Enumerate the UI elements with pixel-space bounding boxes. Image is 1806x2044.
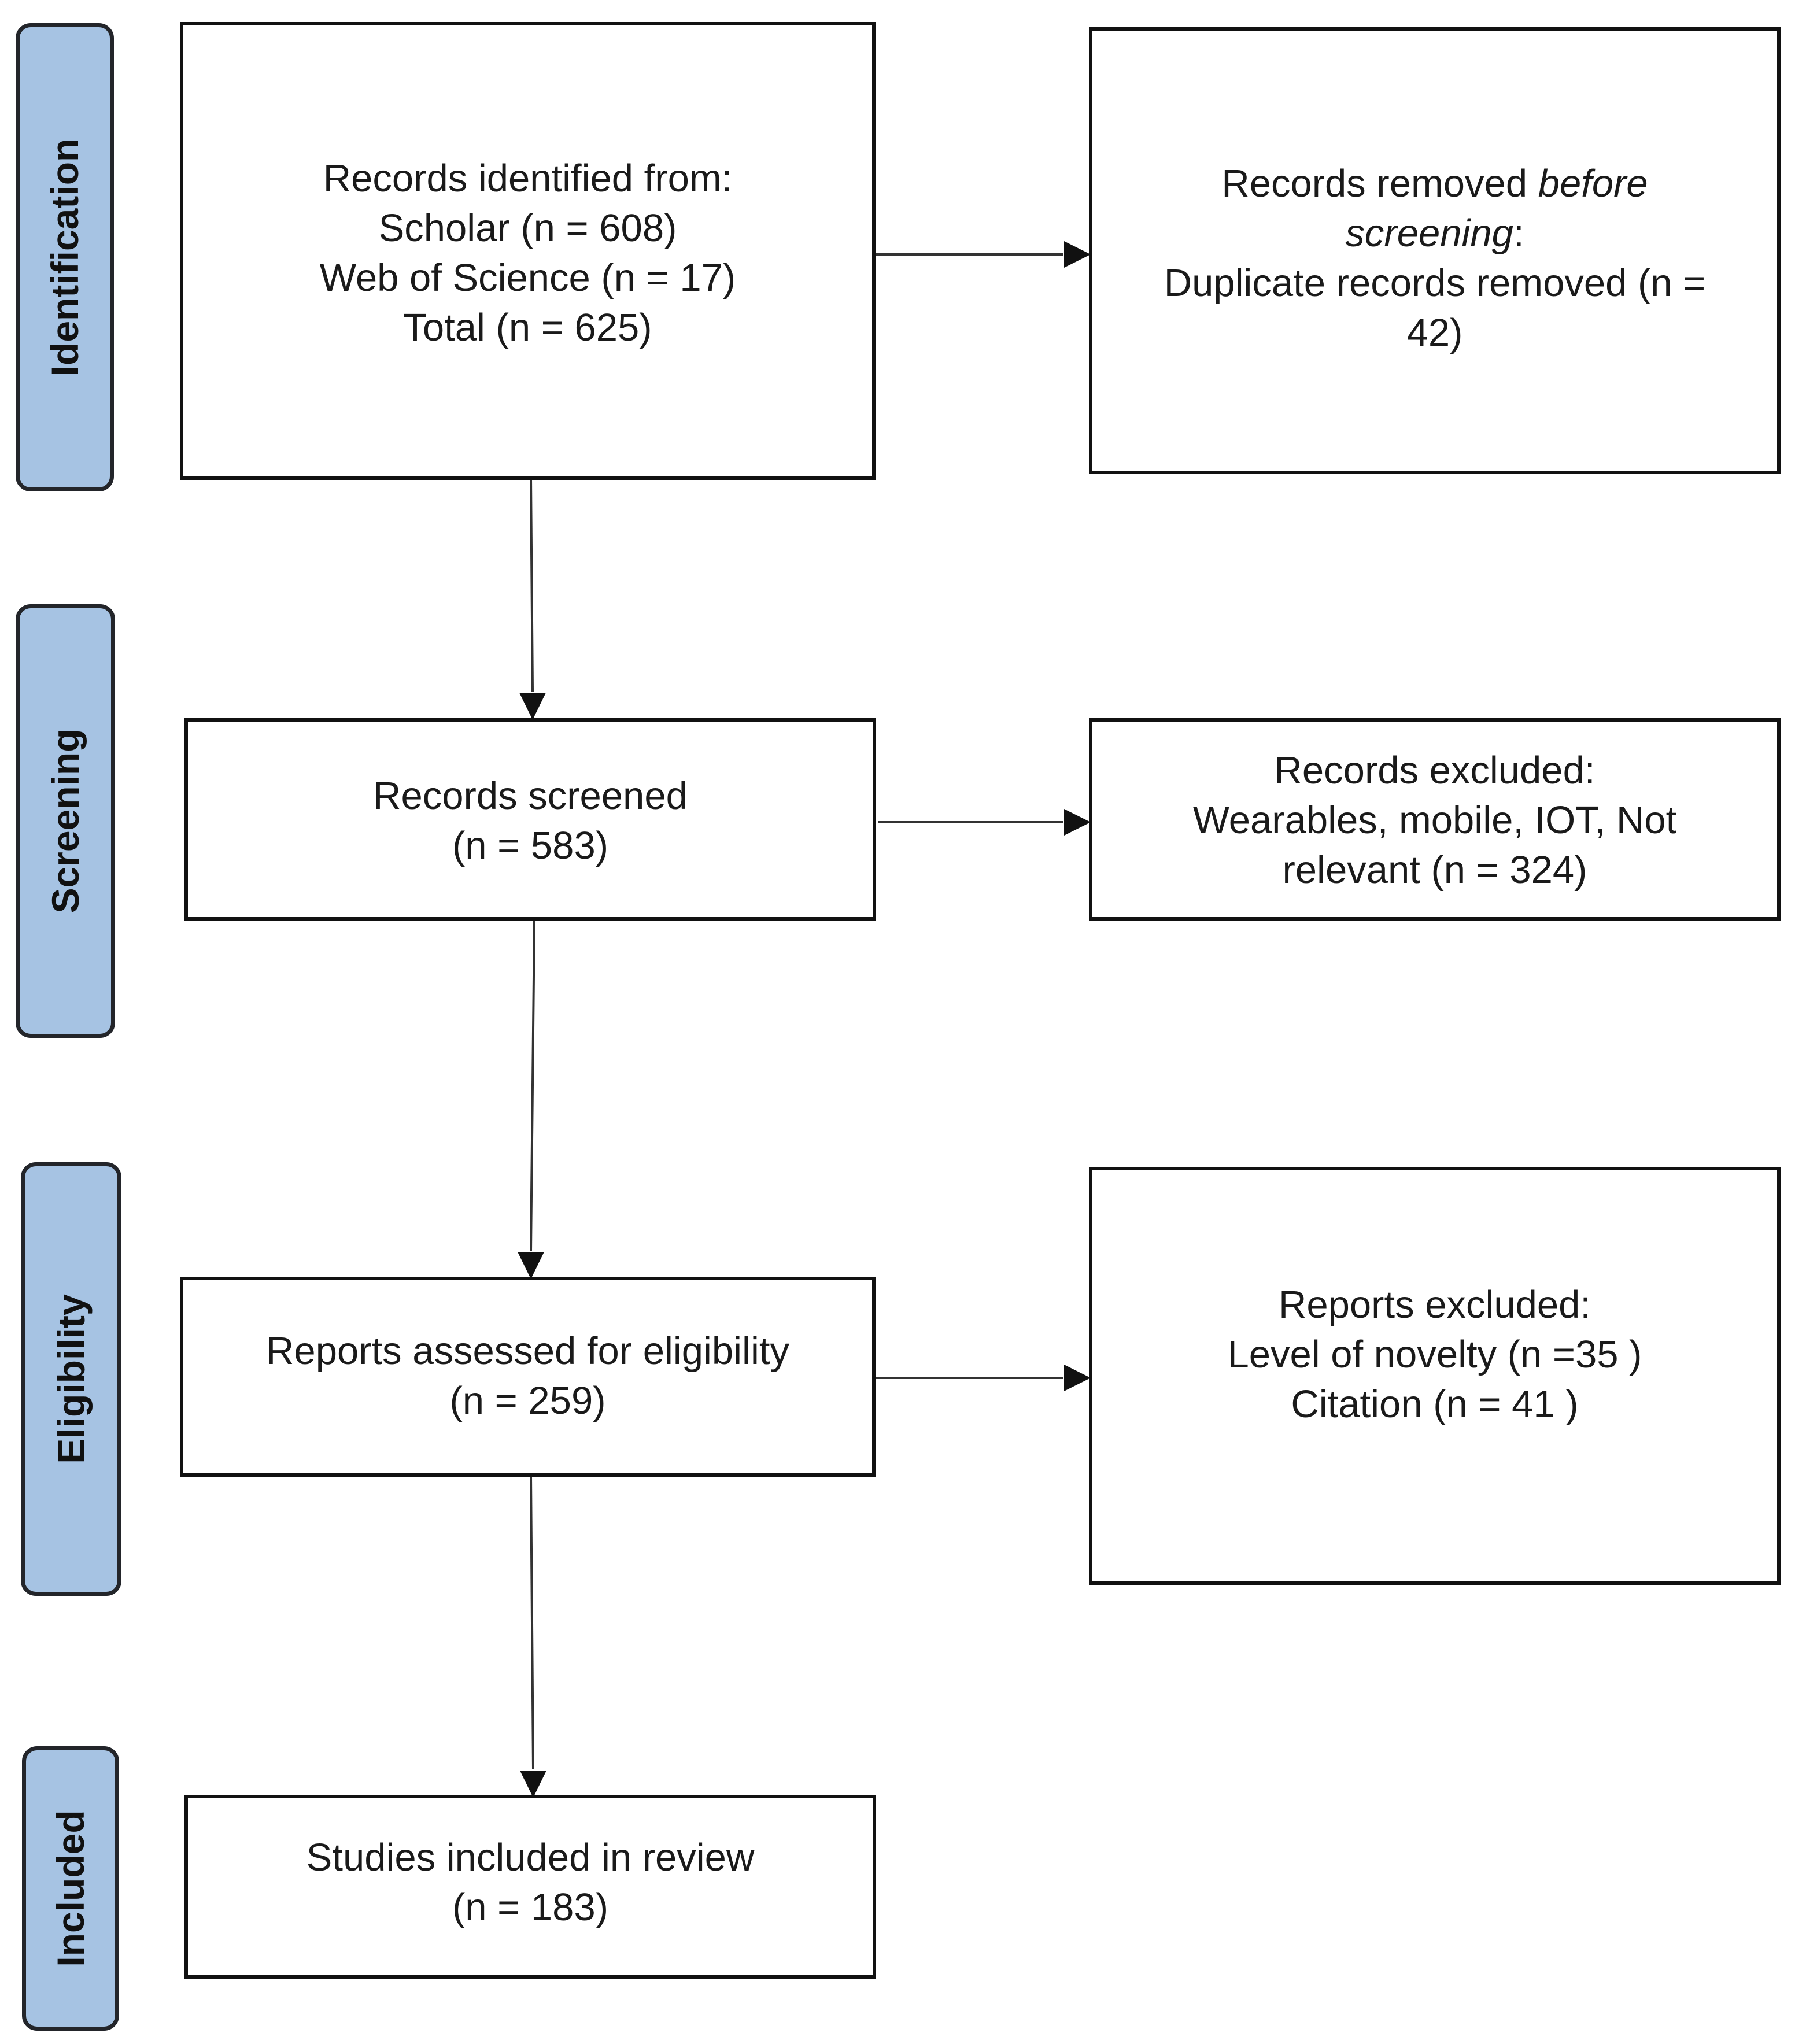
arrowhead-assessed-to-included (520, 1771, 546, 1798)
records-removed-box: Records removed before screening: Duplic… (1089, 27, 1781, 474)
reports-excluded-heading: Reports excluded: (1278, 1283, 1591, 1326)
phase-identification: Identification (16, 23, 114, 491)
records-identified-total: Total (n = 625) (403, 306, 652, 349)
reports-assessed-label: Reports assessed for eligibility (266, 1329, 789, 1373)
records-excluded-box: Records excluded: Wearables, mobile, IOT… (1089, 718, 1781, 921)
reports-excluded-box: Reports excluded: Level of novelty (n =3… (1089, 1167, 1781, 1585)
arrowhead-screened-to-assessed (518, 1252, 544, 1279)
studies-included-label: Studies included in review (306, 1836, 755, 1879)
records-excluded-reasons: Wearables, mobile, IOT, Not (1192, 799, 1677, 842)
phase-screening-label: Screening (44, 729, 87, 914)
records-screened-box: Records screened (n = 583) (184, 718, 876, 921)
studies-included-count: (n = 183) (452, 1886, 609, 1929)
records-removed-count: 42) (1406, 311, 1463, 354)
reports-excluded-citation: Citation (n = 41 ) (1291, 1383, 1579, 1426)
records-excluded-heading: Records excluded: (1274, 749, 1596, 792)
phase-screening: Screening (16, 604, 115, 1038)
records-identified-box: Records identified from: Scholar (n = 60… (180, 22, 876, 480)
records-identified-scholar: Scholar (n = 608) (378, 206, 677, 250)
arrowhead-identified-to-screened (519, 693, 546, 720)
reports-excluded-novelty: Level of novelty (n =35 ) (1227, 1333, 1642, 1376)
reports-assessed-box: Reports assessed for eligibility (n = 25… (180, 1277, 876, 1477)
records-removed-duplicates: Duplicate records removed (n = (1164, 261, 1706, 305)
arrowhead-screened-to-excluded (1064, 809, 1091, 836)
phase-included: Included (22, 1746, 119, 2031)
phase-identification-label: Identification (43, 138, 86, 376)
arrow-screened-to-assessed (530, 920, 535, 1251)
reports-assessed-count: (n = 259) (449, 1379, 606, 1422)
records-removed-line2: screening: (1345, 209, 1524, 258)
phase-eligibility-label: Eligibility (50, 1294, 93, 1464)
arrowhead-assessed-to-reports-excluded (1064, 1365, 1091, 1391)
records-identified-heading: Records identified from: (323, 157, 733, 200)
records-screened-count: (n = 583) (452, 824, 609, 867)
phase-eligibility: Eligibility (21, 1162, 121, 1596)
arrow-assessed-to-included (530, 1476, 534, 1770)
records-screened-label: Records screened (373, 774, 688, 818)
records-removed-screening: screening (1345, 212, 1513, 255)
records-removed-before: before (1538, 162, 1648, 205)
arrow-identified-to-screened (530, 478, 534, 692)
phase-included-label: Included (49, 1810, 92, 1967)
records-removed-text: Records removed (1221, 162, 1538, 205)
studies-included-box: Studies included in review (n = 183) (184, 1795, 876, 1979)
arrowhead-identified-to-removed (1064, 241, 1091, 268)
records-removed-colon: : (1513, 212, 1524, 255)
records-removed-line1: Records removed before (1221, 159, 1648, 209)
records-identified-wos: Web of Science (n = 17) (319, 256, 736, 300)
records-excluded-count: relevant (n = 324) (1282, 848, 1587, 892)
